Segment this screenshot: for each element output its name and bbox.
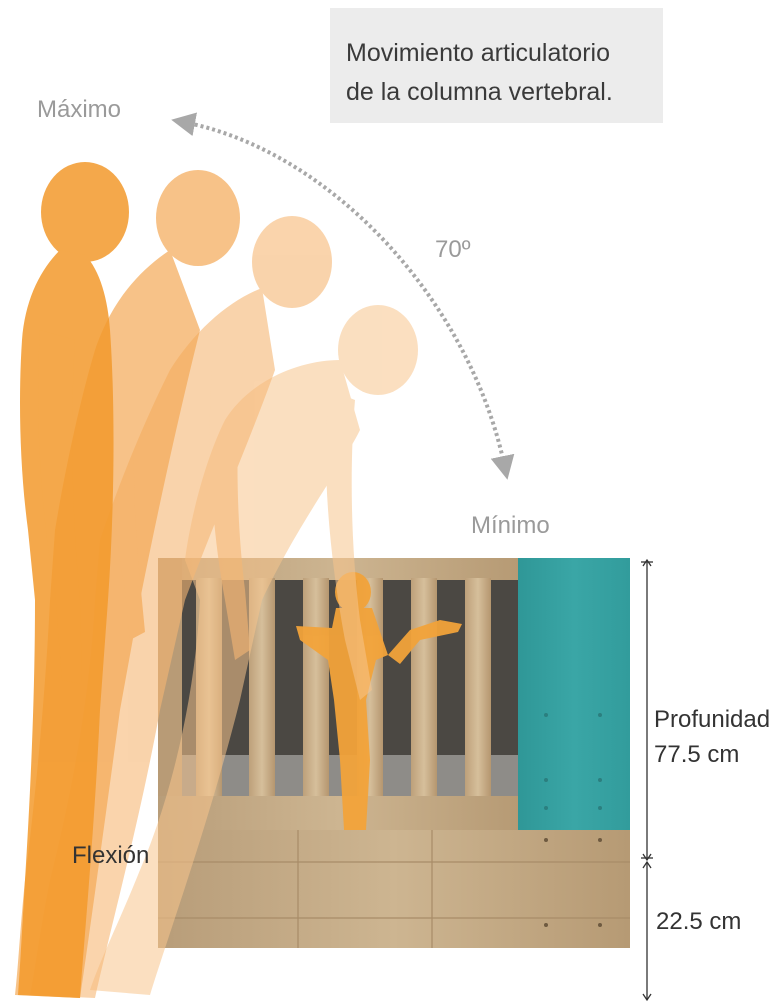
- crib-slat: [303, 578, 329, 796]
- crib-bottom-rail: [158, 796, 520, 830]
- caption-line-2: de la columna vertebral.: [346, 73, 649, 112]
- label-depth-value: 77.5 cm: [654, 741, 739, 769]
- label-maximum: Máximo: [37, 96, 121, 124]
- crib-base-drawers: [158, 830, 630, 948]
- dimension-lines: [641, 560, 653, 1000]
- crib-teal-panel: [518, 558, 630, 830]
- label-minimum: Mínimo: [471, 512, 550, 540]
- caption-line-1: Movimiento articulatorio: [346, 34, 649, 73]
- crib-slat: [465, 578, 491, 796]
- caption-box: Movimiento articulatorio de la columna v…: [330, 8, 663, 123]
- label-depth-title: Profunidad: [654, 706, 770, 734]
- label-flexion: Flexión: [72, 842, 149, 870]
- label-angle: 70º: [435, 236, 470, 264]
- crib-slat: [411, 578, 437, 796]
- label-base-value: 22.5 cm: [656, 908, 741, 936]
